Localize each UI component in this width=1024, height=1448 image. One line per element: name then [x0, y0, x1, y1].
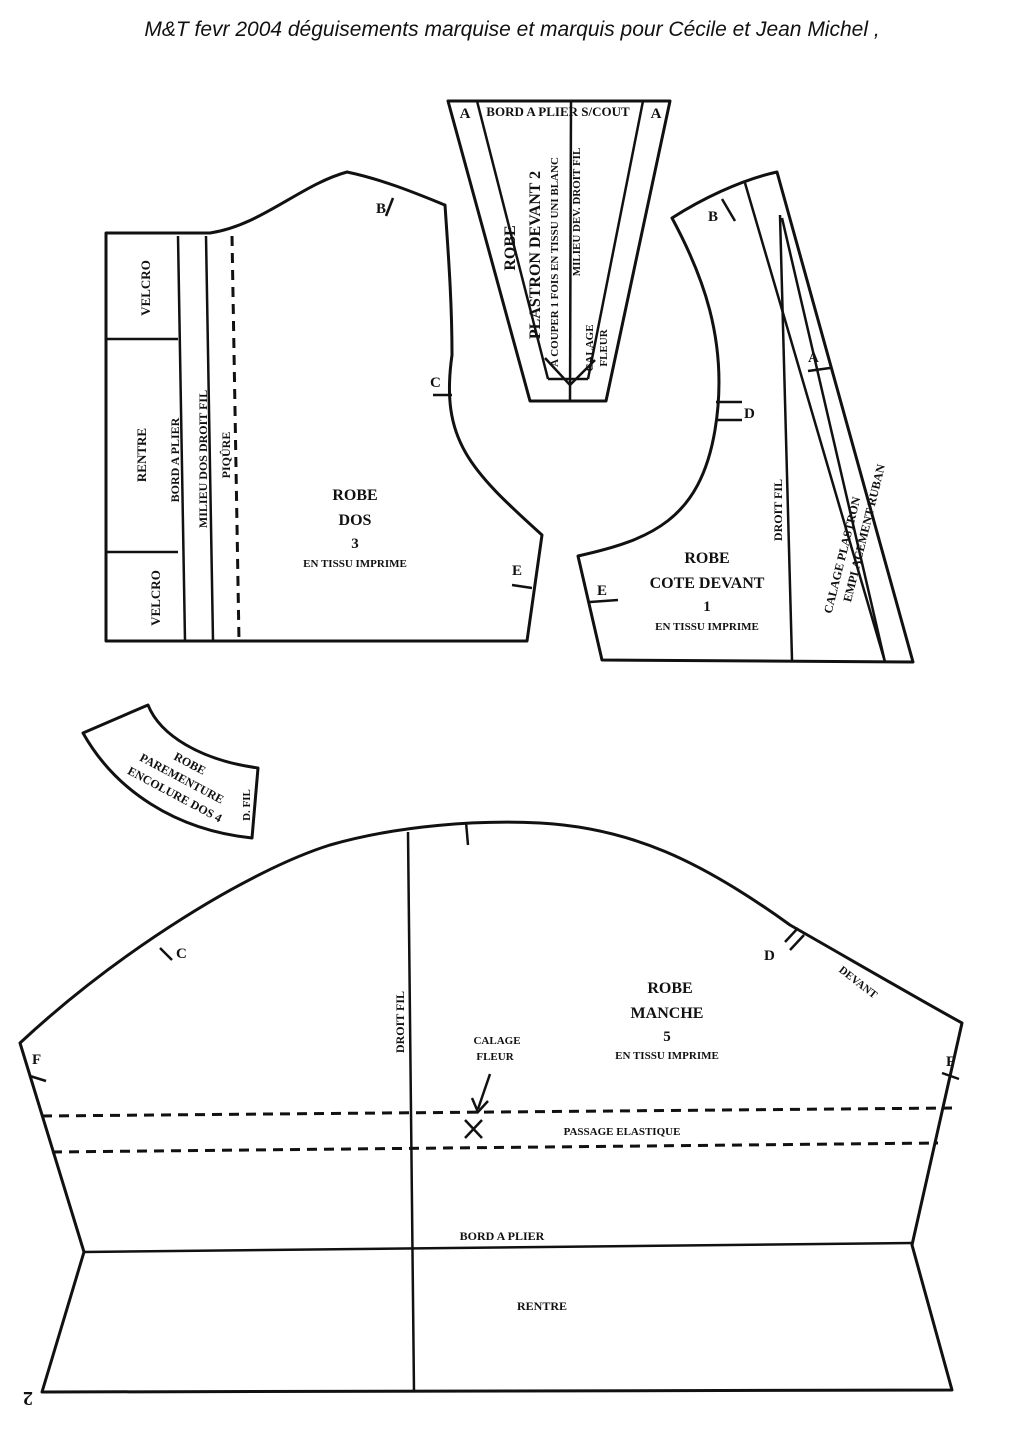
cote-number: 1 [703, 599, 711, 615]
plastron-fleur: FLEUR [598, 328, 610, 366]
dos-fabric: EN TISSU IMPRIME [303, 558, 407, 570]
manche-name: MANCHE [631, 1005, 704, 1022]
manche-devant: DEVANT [836, 964, 879, 1002]
piece-robe-manche: C D F F DEVANT DROIT FIL ROBE MANCHE 5 E… [18, 820, 964, 1394]
dos-rentre: RENTRE [134, 428, 149, 482]
piece-robe-plastron: BORD A PLIER S/COUT A A ROBE PLASTRON DE… [446, 99, 672, 403]
cote-droit-fil: DROIT FIL [771, 479, 785, 541]
dos-mark-b: B [376, 201, 386, 217]
piece-robe-dos: VELCRO RENTRE VELCRO BORD A PLIER MILIEU… [104, 170, 544, 643]
manche-mark-f-left: F [32, 1052, 41, 1068]
manche-rentre: RENTRE [517, 1299, 567, 1313]
plastron-outline [446, 99, 672, 403]
dos-velcro-bottom: VELCRO [148, 570, 163, 626]
piece-robe-cote-devant: B A D E DROIT FIL CALAGE PLASTRON EMPLAC… [576, 170, 915, 664]
plastron-mark-a-left: A [460, 106, 471, 122]
cote-mark-d: D [744, 406, 755, 422]
plastron-name: PLASTRON DEVANT 2 [527, 171, 544, 339]
manche-number: 5 [663, 1029, 671, 1045]
dos-mark-e: E [512, 563, 522, 579]
cote-mark-a: A [808, 350, 819, 366]
cote-fabric: EN TISSU IMPRIME [655, 621, 759, 633]
manche-mark-f-right: F [946, 1054, 955, 1070]
manche-bord-a-plier: BORD A PLIER [460, 1229, 545, 1243]
cote-title: ROBE [684, 550, 729, 567]
manche-droit-fil: DROIT FIL [393, 991, 407, 1053]
plastron-title: ROBE [502, 225, 519, 270]
manche-title: ROBE [647, 980, 692, 997]
manche-fleur: FLEUR [476, 1051, 514, 1063]
manche-mark-d: D [764, 948, 775, 964]
plastron-cut-instruction: A COUPER 1 FOIS EN TISSU UNI BLANC [549, 157, 561, 367]
cote-mark-b: B [708, 209, 718, 225]
dos-mark-c: C [430, 375, 441, 391]
manche-calage: CALAGE [473, 1035, 520, 1047]
manche-outline [18, 820, 964, 1394]
cote-name: COTE DEVANT [650, 575, 765, 592]
manche-mark-c: C [176, 946, 187, 962]
dos-velcro-top: VELCRO [138, 260, 153, 316]
parementure-droit-fil: D. FIL [241, 789, 253, 821]
dos-milieu-droit-fil: MILIEU DOS DROIT FIL [196, 390, 210, 528]
page-number: 2 [23, 1387, 33, 1409]
dos-bord-a-plier: BORD A PLIER [168, 417, 182, 502]
dos-outline [104, 170, 544, 643]
dos-name: DOS [339, 512, 372, 529]
parementure-outline [81, 703, 260, 840]
manche-passage-elastique: PASSAGE ELASTIQUE [564, 1126, 681, 1138]
document-title: M&T fevr 2004 déguisements marquise et m… [144, 18, 880, 41]
plastron-milieu-droit-fil: MILIEU DEV. DROIT FIL [571, 148, 583, 277]
dos-piqure: PIQÛRE [219, 432, 233, 479]
piece-robe-parementure: ROBE PAREMENTURE ENCOLURE DOS 4 D. FIL [81, 703, 260, 840]
manche-fabric: EN TISSU IMPRIME [615, 1050, 719, 1062]
dos-number: 3 [351, 536, 359, 552]
cote-mark-e: E [597, 583, 607, 599]
plastron-bord-a-plier: BORD A PLIER S/COUT [486, 104, 630, 119]
dos-title: ROBE [332, 487, 377, 504]
plastron-calage: CALAGE [584, 324, 596, 371]
cote-outline [576, 170, 915, 664]
plastron-mark-a-right: A [651, 106, 662, 122]
